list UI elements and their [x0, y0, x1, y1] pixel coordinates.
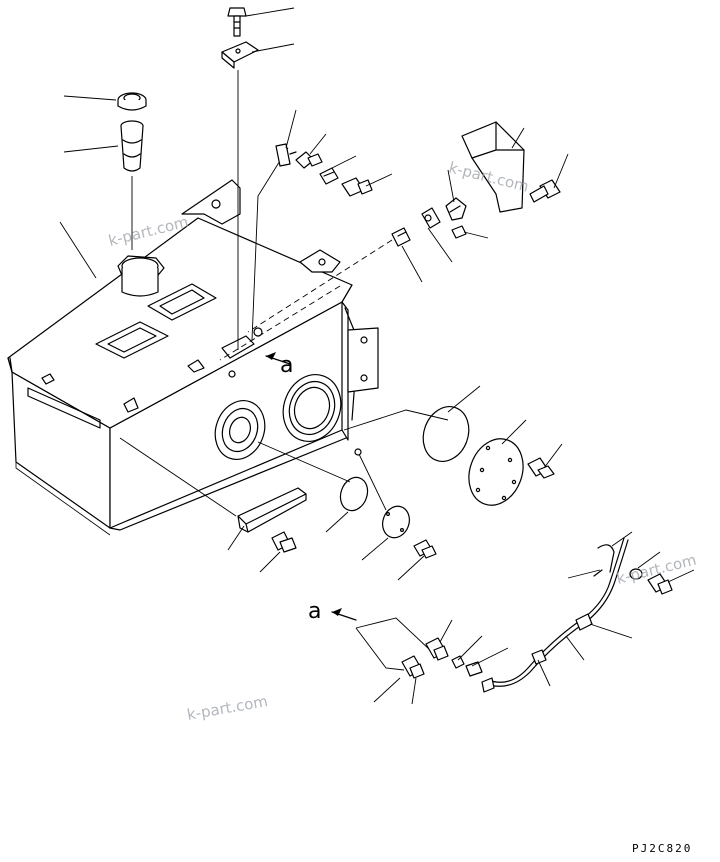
tank-tab-1	[41, 373, 55, 385]
drawing-code: PJ2C820	[632, 842, 692, 855]
drain-plug	[451, 655, 465, 669]
tank-front-plate	[27, 387, 101, 429]
valve-leader-1	[355, 617, 431, 651]
cover-bracket	[461, 121, 525, 213]
clamp-plate	[221, 41, 259, 69]
tank-rear-rib	[341, 301, 349, 441]
valve-leader-2	[355, 627, 405, 671]
watermark-bottom: k-part.com	[186, 692, 270, 724]
rail-leader	[119, 437, 237, 517]
assembly-line-top	[219, 285, 341, 361]
view-a-arrow-bottom	[331, 608, 357, 621]
clip-bolt	[647, 573, 673, 595]
sender-terminal	[354, 448, 362, 456]
view-a-arrow-top	[265, 352, 291, 365]
boss-nut	[253, 327, 263, 337]
view-marker-top: a	[280, 353, 293, 378]
tank-base-line	[15, 462, 111, 536]
connector-nipple	[391, 227, 411, 247]
view-marker-bottom: a	[308, 599, 321, 624]
clip-washer	[629, 568, 643, 580]
filler-neck-collar	[117, 255, 165, 297]
bracket-bolt-hole-2	[318, 258, 326, 266]
drain-hose	[481, 537, 629, 693]
small-gasket-leader	[257, 441, 351, 483]
sensor-wire	[251, 147, 289, 341]
bracket-bolt-hole	[211, 199, 221, 209]
hose-clip	[593, 544, 643, 580]
mount-bracket-rear-left	[181, 179, 241, 225]
inspection-pad-2	[147, 283, 217, 321]
pressure-switch	[341, 177, 373, 197]
elbow-fitting	[445, 197, 467, 221]
callout-leaders	[59, 7, 695, 705]
top-bolt	[227, 7, 247, 37]
small-plug	[451, 225, 467, 239]
assembly-line-return	[247, 239, 393, 333]
hose-clamp-2	[531, 649, 547, 665]
small-cover-plate	[382, 505, 410, 539]
hose-clamp-1	[575, 613, 593, 631]
tank-bottom-edge	[109, 437, 347, 531]
drain-valve-2	[401, 655, 425, 679]
fuel-tank	[7, 179, 379, 536]
small-port-ring	[214, 400, 266, 460]
switch-connector	[275, 143, 297, 167]
small-gasket	[339, 476, 369, 512]
nipple-fitting	[319, 167, 339, 185]
drain-valve-1	[425, 637, 449, 661]
large-port-ring	[282, 374, 342, 442]
inspection-pad-1	[95, 321, 169, 359]
fuel-strainer	[120, 120, 144, 172]
rear-mount-plate	[347, 327, 379, 393]
tank-tab-2	[123, 397, 139, 413]
sender-wire	[357, 451, 387, 511]
large-gasket	[422, 406, 470, 462]
rail-bolt	[271, 531, 297, 553]
gasket-leader	[343, 409, 449, 431]
union-fitting	[421, 207, 441, 229]
small-cover-bolt	[413, 539, 437, 559]
adapter-fitting	[295, 151, 323, 169]
tank-tab-3	[187, 359, 205, 373]
skid-rail	[237, 487, 307, 533]
cover-bolt	[527, 457, 555, 479]
drain-cap	[465, 661, 483, 677]
large-cover-plate	[468, 438, 524, 506]
tank-front-corner	[9, 357, 13, 373]
drain-plug-hole	[228, 370, 236, 378]
mount-bracket-rear-right	[299, 249, 341, 273]
filler-cap	[117, 92, 147, 111]
